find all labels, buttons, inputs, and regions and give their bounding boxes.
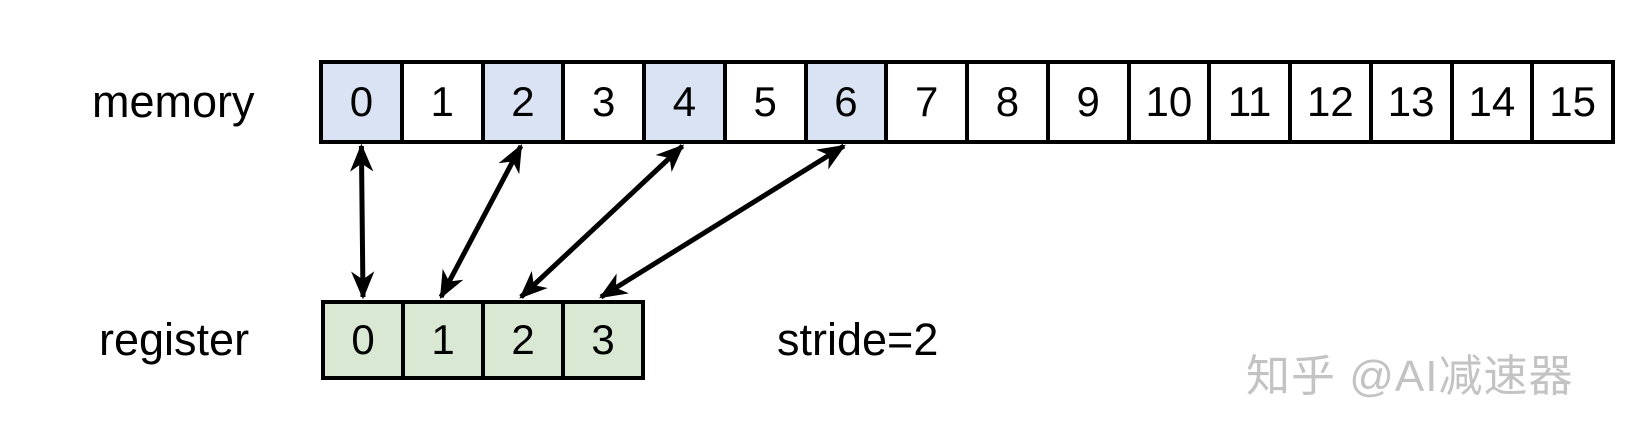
stride-label: stride=2: [777, 314, 939, 365]
memory-cell-2: 2: [480, 64, 562, 140]
watermark: 知乎 @AI减速器: [1246, 352, 1574, 401]
arrow-memory0-register0: [350, 143, 375, 300]
arrow-memory6-register3: [599, 143, 846, 300]
memory-cell-12: 12: [1288, 64, 1369, 140]
memory-cell-5: 5: [722, 64, 804, 140]
memory-cell-0: 0: [323, 64, 400, 140]
memory-cell-13: 13: [1368, 64, 1450, 140]
register-label: register: [99, 314, 250, 365]
memory-cell-4: 4: [642, 64, 723, 140]
memory-label: memory: [92, 76, 255, 127]
memory-cell-15: 15: [1530, 64, 1611, 140]
memory-cell-6: 6: [803, 64, 885, 140]
register-cell-2: 2: [481, 304, 561, 376]
memory-cell-14: 14: [1449, 64, 1531, 140]
memory-cell-1: 1: [399, 64, 481, 140]
memory-cell-7: 7: [884, 64, 965, 140]
memory-cell-11: 11: [1207, 64, 1288, 140]
register-cell-0: 0: [325, 304, 401, 376]
register-cell-1: 1: [401, 304, 481, 376]
memory-cell-10: 10: [1126, 64, 1208, 140]
memory-cell-3: 3: [561, 64, 642, 140]
arrow-memory4-register2: [519, 144, 685, 299]
memory-cell-8: 8: [965, 64, 1046, 140]
memory-cell-9: 9: [1045, 64, 1127, 140]
register-cell-3: 3: [561, 304, 641, 376]
arrow-memory2-register1: [438, 143, 524, 300]
